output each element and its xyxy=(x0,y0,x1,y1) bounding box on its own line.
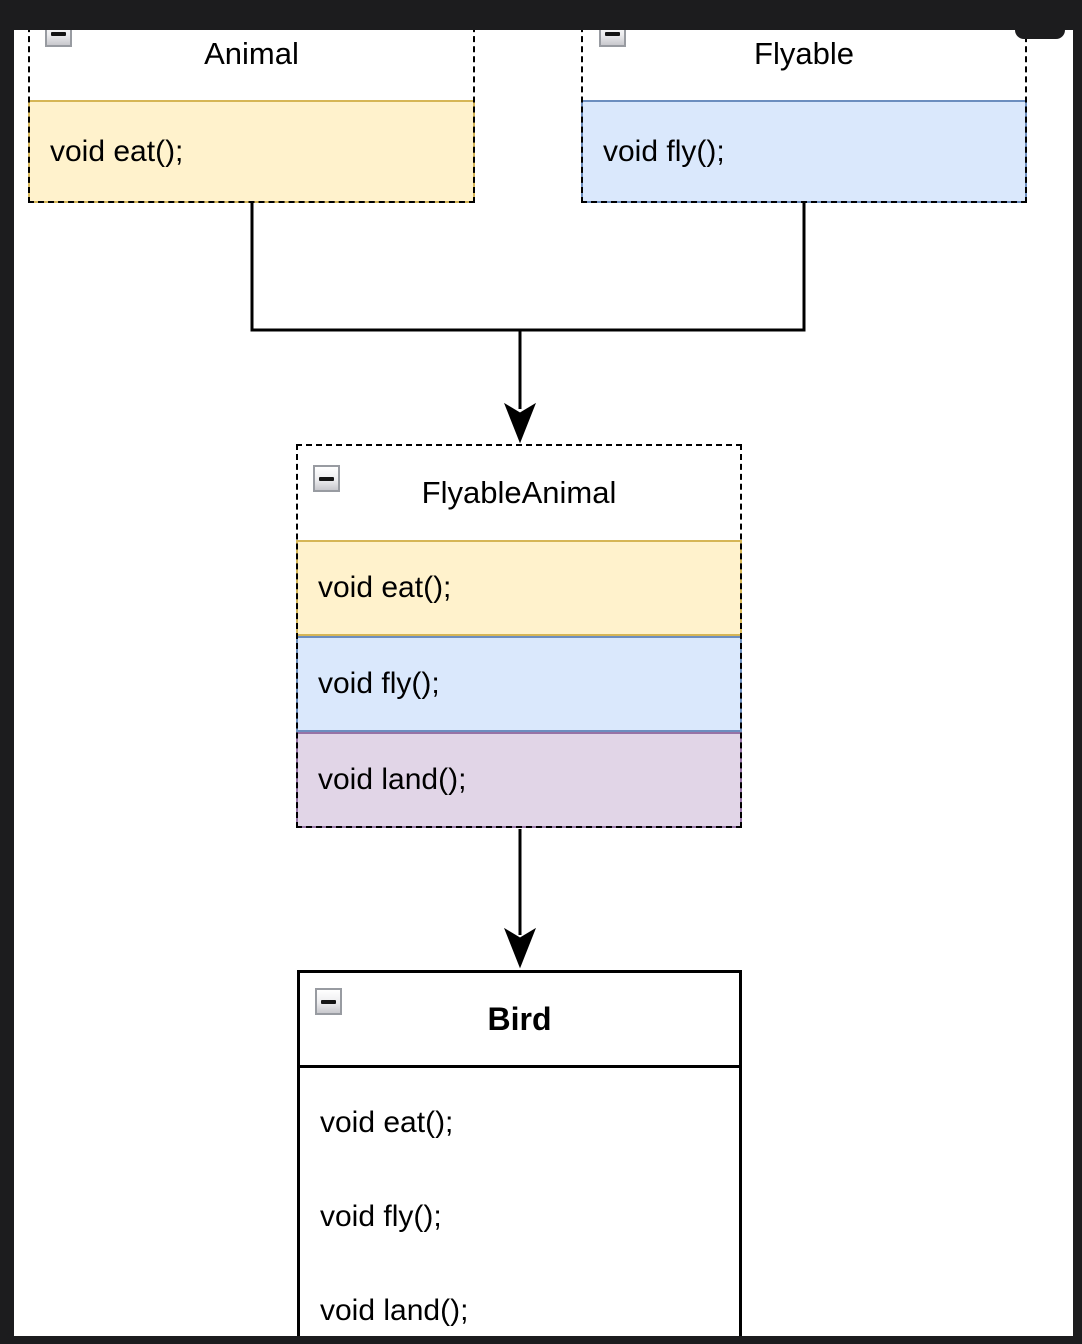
method-label: void fly(); xyxy=(603,134,725,168)
method-label: void eat(); xyxy=(50,134,184,168)
method-row-bird-fly[interactable]: void fly(); xyxy=(300,1170,739,1264)
class-title-flyable: Flyable xyxy=(754,35,854,71)
method-row-flyable-fly[interactable]: void fly(); xyxy=(581,100,1027,203)
edge-flyableanimal-to-bird[interactable] xyxy=(503,829,537,969)
window-frame-bottom xyxy=(0,1336,1082,1344)
collapse-minus-icon[interactable] xyxy=(315,988,342,1015)
method-label: void fly(); xyxy=(318,667,440,700)
arrowhead-icon xyxy=(503,927,537,969)
class-box-animal[interactable]: Animal void eat(); xyxy=(28,6,475,203)
method-row-animal-eat[interactable]: void eat(); xyxy=(28,100,475,203)
window-frame-notch xyxy=(1015,30,1065,39)
arrowhead-icon xyxy=(503,402,537,444)
method-row-bird-land[interactable]: void land(); xyxy=(300,1264,739,1344)
class-title-animal: Animal xyxy=(204,35,299,71)
minus-icon xyxy=(605,31,620,36)
method-label: void land(); xyxy=(318,763,467,796)
class-box-flyable[interactable]: Flyable void fly(); xyxy=(581,6,1027,203)
window-frame-left xyxy=(0,0,14,1344)
class-box-flyableanimal[interactable]: FlyableAnimal void eat(); void fly(); vo… xyxy=(296,444,742,828)
edge-animal-flyable-merge[interactable] xyxy=(250,202,806,444)
collapse-minus-icon[interactable] xyxy=(313,465,340,492)
minus-icon xyxy=(51,31,66,36)
class-body-bird: void eat(); void fly(); void land(); xyxy=(300,1068,739,1344)
class-box-bird[interactable]: Bird void eat(); void fly(); void land()… xyxy=(297,970,742,1344)
method-label: void eat(); xyxy=(320,1106,454,1139)
class-title-flyableanimal: FlyableAnimal xyxy=(421,474,617,510)
class-title-bird: Bird xyxy=(300,973,739,1068)
method-row-bird-eat[interactable]: void eat(); xyxy=(300,1076,739,1170)
minus-icon xyxy=(321,999,336,1004)
method-label: void fly(); xyxy=(320,1200,442,1233)
method-label: void land(); xyxy=(320,1294,469,1327)
method-label: void eat(); xyxy=(318,571,452,604)
method-row-flyableanimal-land[interactable]: void land(); xyxy=(296,732,742,828)
window-frame-right xyxy=(1073,0,1082,1344)
minus-icon xyxy=(319,476,334,481)
method-row-flyableanimal-eat[interactable]: void eat(); xyxy=(296,540,742,636)
window-frame-top xyxy=(0,0,1082,30)
method-row-flyableanimal-fly[interactable]: void fly(); xyxy=(296,636,742,732)
